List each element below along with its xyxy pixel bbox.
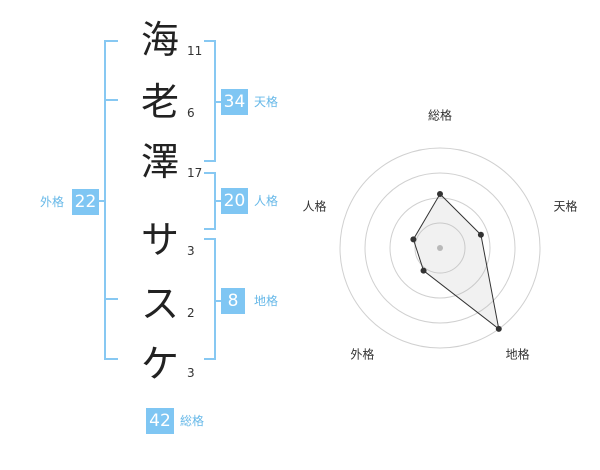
stroke-count-2: 6: [187, 106, 195, 120]
radar-axis-label-2: 天格: [554, 199, 578, 214]
soukaku-label: 総格: [180, 414, 205, 428]
jinkaku-badge: 20: [221, 188, 248, 214]
radar-axis-label-1: 総格: [428, 108, 452, 123]
radar-ring: [339, 147, 541, 349]
radar-axis-label-5: 人格: [302, 199, 326, 214]
chikaku-badge: 8: [221, 288, 245, 314]
radar-center: [437, 245, 443, 251]
radar-axis-label-3: 地格: [506, 346, 530, 361]
soukaku-badge: 42: [146, 408, 174, 434]
stroke-count-6: 3: [187, 366, 195, 380]
radar-polygon: [412, 193, 500, 331]
name-char-1: 海: [140, 18, 179, 62]
tenkaku-label: 天格: [254, 95, 279, 109]
radar-ring: [364, 172, 516, 324]
radar-point-1: [437, 191, 443, 197]
stroke-count-1: 11: [187, 44, 203, 58]
radar-point-3: [495, 325, 502, 332]
gaikaku-label: 外格: [40, 195, 65, 209]
name-char-3: 澤: [140, 140, 179, 184]
radar-axis-label-4: 外格: [350, 346, 374, 361]
jinkaku-label: 人格: [254, 194, 279, 208]
radar-point-5: [410, 236, 417, 243]
radar-point-2: [477, 231, 484, 238]
radar-ring: [389, 197, 491, 299]
tenkaku-badge: 34: [221, 89, 248, 115]
name-char-5: ス: [140, 282, 179, 326]
stroke-count-3: 17: [187, 166, 203, 180]
name-char-2: 老: [140, 80, 179, 124]
gaikaku-badge: 22: [72, 189, 99, 215]
name-char-4: サ: [140, 218, 179, 262]
radar-ring: [414, 222, 466, 274]
stroke-count-5: 2: [187, 306, 195, 320]
stroke-count-4: 3: [187, 244, 195, 258]
radar-point-4: [420, 267, 427, 274]
name-char-6: ケ: [140, 342, 179, 386]
chikaku-label: 地格: [254, 294, 279, 308]
